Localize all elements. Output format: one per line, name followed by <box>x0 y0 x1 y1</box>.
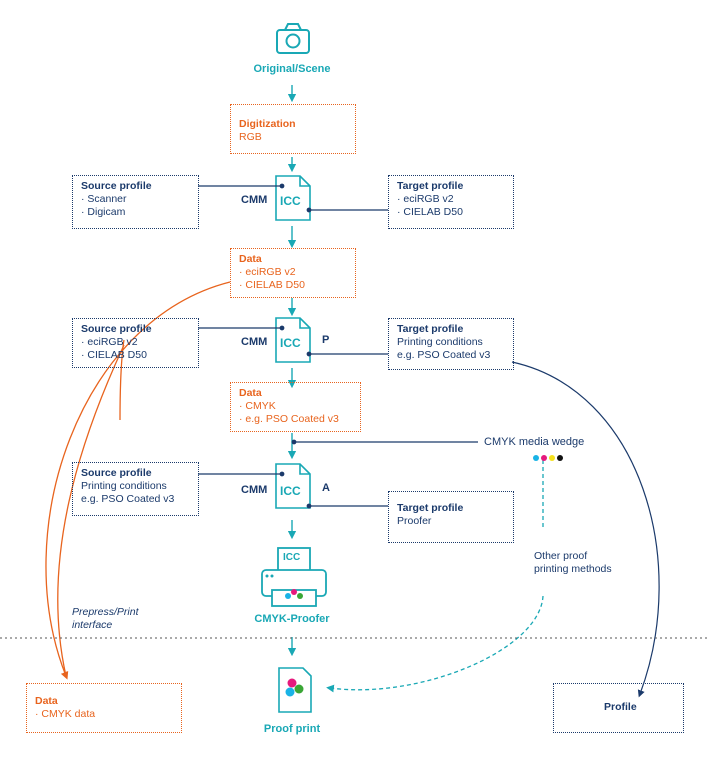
data-box-1: Data · eciRGB v2 · CIELAB D50 <box>230 248 356 298</box>
cmm-label-3: CMM <box>241 484 268 496</box>
data-item: · CMYK <box>239 400 276 412</box>
target-profile-title-1: Target profile <box>397 180 464 192</box>
data-box-2: Data · CMYK · e.g. PSO Coated v3 <box>230 382 361 432</box>
other-methods-line: Other proof <box>534 550 588 562</box>
other-methods-line: printing methods <box>534 563 612 575</box>
target-profile-box-1: Target profile · eciRGB v2 · CIELAB D50 <box>388 175 514 229</box>
source-profile-item: · Digicam <box>81 206 126 218</box>
data-item: · eciRGB v2 <box>239 266 296 278</box>
media-wedge-label: CMYK media wedge <box>484 436 585 448</box>
proofer-icc-label: ICC <box>283 552 301 563</box>
profile-label: Profile <box>604 701 637 713</box>
source-profile-box-3: Source profile Printing conditions e.g. … <box>72 462 199 516</box>
proofer-label: CMYK-Proofer <box>254 613 330 625</box>
source-profile-item: Printing conditions <box>81 480 167 492</box>
data-title-1: Data <box>239 253 262 265</box>
target-profile-item: · eciRGB v2 <box>397 193 454 205</box>
source-profile-title-3: Source profile <box>81 467 152 479</box>
source-profile-item: · CIELAB D50 <box>81 349 147 361</box>
interface-line: Prepress/Print <box>72 606 139 618</box>
data-item: · CMYK data <box>35 708 96 720</box>
source-profile-item: · eciRGB v2 <box>81 336 138 348</box>
target-profile-item: Printing conditions <box>397 336 483 348</box>
target-profile-box-3: Target profile Proofer <box>388 491 514 543</box>
data-title-2: Data <box>239 387 262 399</box>
cmm-label-2: CMM <box>241 336 268 348</box>
wedge-dot <box>557 455 563 461</box>
icc-label-1: ICC <box>280 194 301 208</box>
source-profile-item: e.g. PSO Coated v3 <box>81 493 175 505</box>
target-profile-title-3: Target profile <box>397 502 464 514</box>
proof-print-label: Proof print <box>263 723 321 735</box>
interface-label: Prepress/Print interface <box>72 606 139 632</box>
target-profile-item: · CIELAB D50 <box>397 206 463 218</box>
target-profile-item: Proofer <box>397 515 432 527</box>
icc-label-2: ICC <box>280 336 301 350</box>
digitization-box: Digitization RGB <box>230 104 356 154</box>
document-color-icon <box>278 667 312 713</box>
digitization-title: Digitization <box>239 118 296 130</box>
interface-line: interface <box>72 619 113 631</box>
source-profile-box-2: Source profile · eciRGB v2 · CIELAB D50 <box>72 318 199 368</box>
source-profile-title-2: Source profile <box>81 323 152 335</box>
digitization-line: RGB <box>239 131 262 143</box>
stage-letter-a: A <box>322 482 330 494</box>
stage-letter-p: P <box>322 334 330 346</box>
camera-icon <box>276 23 310 54</box>
data-box-3: Data · CMYK data <box>26 683 182 733</box>
printer-icon <box>261 547 327 607</box>
icc-label-3: ICC <box>280 484 301 498</box>
target-profile-title-2: Target profile <box>397 323 464 335</box>
origin-label: Original/Scene <box>253 63 331 75</box>
source-profile-title-1: Source profile <box>81 180 152 192</box>
data-title-3: Data <box>35 695 58 707</box>
cmm-label-1: CMM <box>241 194 268 206</box>
wedge-dot <box>533 455 539 461</box>
target-profile-item: e.g. PSO Coated v3 <box>397 349 491 361</box>
data-item: · CIELAB D50 <box>239 279 305 291</box>
target-profile-box-2: Target profile Printing conditions e.g. … <box>388 318 514 370</box>
data-item: · e.g. PSO Coated v3 <box>239 413 339 425</box>
profile-box: Profile <box>553 683 684 733</box>
source-profile-box-1: Source profile · Scanner · Digicam <box>72 175 199 229</box>
wedge-dot <box>541 455 547 461</box>
other-methods-text: Other proof printing methods <box>534 550 612 576</box>
media-wedge-dots <box>533 455 563 461</box>
source-profile-item: · Scanner <box>81 193 127 205</box>
wedge-dot <box>549 455 555 461</box>
